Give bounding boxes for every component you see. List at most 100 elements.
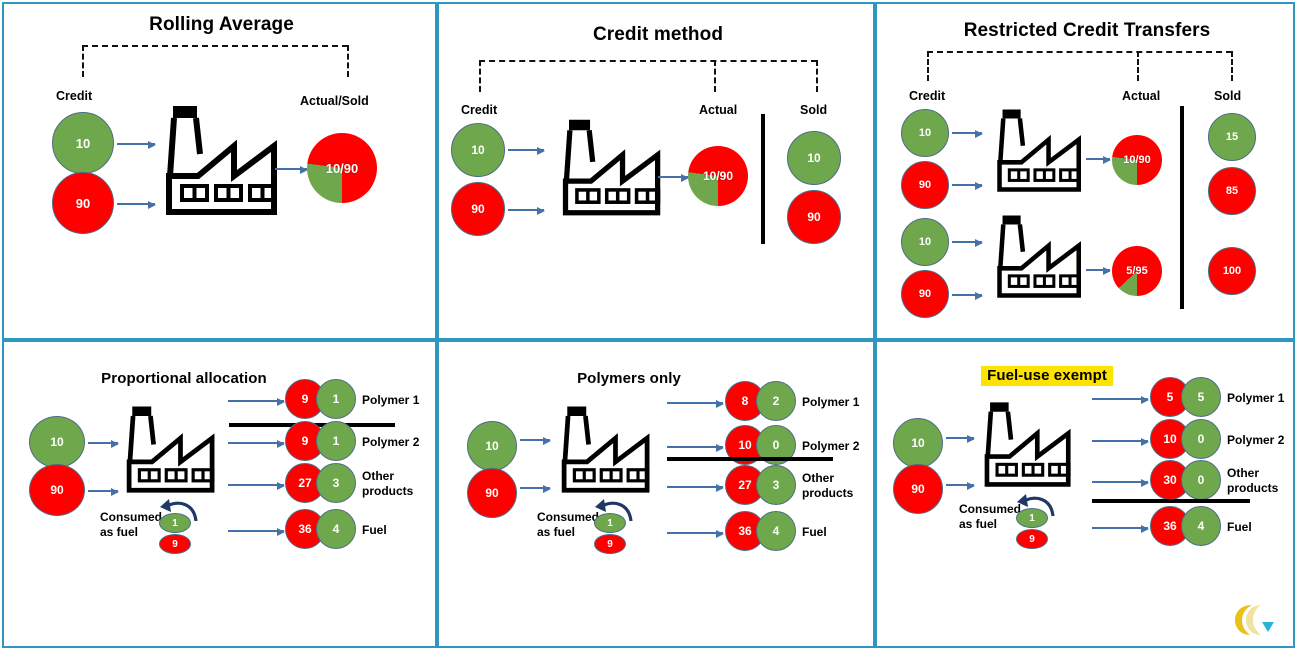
output-label-4: Fuel	[1227, 520, 1252, 534]
panel-restricted-credit-transfers: Restricted Credit Transfers Credit Actua…	[875, 2, 1295, 340]
company-logo	[1235, 605, 1274, 635]
bracket-leg-credit	[82, 45, 84, 77]
pie-label: 10/90	[1123, 154, 1151, 166]
panel-title: Polymers only	[577, 370, 681, 387]
output-green-3: 3	[756, 465, 796, 505]
arrow-credit-green	[508, 146, 545, 155]
bracket-top	[927, 51, 1232, 53]
header-actual: Actual	[1122, 89, 1161, 103]
panel-title: Fuel-use exempt	[981, 366, 1113, 386]
factory-icon	[122, 400, 220, 505]
credit-circle-red-row2: 90	[901, 270, 949, 318]
arrow-output-3	[1092, 478, 1149, 487]
credit-circle-red-row1: 90	[901, 161, 949, 209]
arrow-output-4	[228, 527, 285, 536]
pie-label: 10/90	[702, 169, 734, 183]
output-red-4: 36	[1150, 506, 1190, 546]
credit-circle-red: 90	[451, 182, 505, 236]
output-green-4: 4	[756, 511, 796, 551]
panel-title-wrapper: Fuel-use exempt	[877, 366, 1217, 386]
arrow-output-1	[228, 397, 285, 406]
output-label-3: Other products	[1227, 466, 1279, 495]
output-green-1: 2	[756, 381, 796, 421]
consumed-circle-green: 1	[1016, 508, 1048, 528]
output-green-4: 4	[316, 509, 356, 549]
bracket-leg-output	[347, 45, 349, 77]
consumed-as-fuel-label: Consumed as fuel	[100, 510, 163, 539]
arrow-credit-green-row2	[952, 238, 983, 247]
arrow-credit-red	[508, 206, 545, 215]
arrow-output-1	[1092, 395, 1149, 404]
arrow-credit-red	[117, 200, 156, 209]
arrow-credit-red-row2	[952, 291, 983, 300]
sold-circle-2: 85	[1208, 167, 1256, 215]
bracket-leg-credit	[927, 51, 929, 81]
output-green-4: 4	[1181, 506, 1221, 546]
credit-circle-green: 10	[451, 123, 505, 177]
arrow-output-2	[1092, 437, 1149, 446]
header-sold: Sold	[800, 103, 828, 117]
consumed-circle-red: 9	[594, 534, 626, 554]
pie-label: 10/90	[325, 160, 359, 176]
panel-title: Restricted Credit Transfers	[963, 20, 1211, 41]
arrow-output-3	[667, 483, 724, 492]
bracket-top	[479, 60, 817, 62]
panel-polymers-only: Polymers only 10 90	[437, 340, 875, 648]
arrow-to-pie-row1	[1086, 155, 1111, 164]
output-label-1: Polymer 1	[1227, 391, 1285, 405]
factory-icon	[557, 400, 655, 505]
output-green-1: 1	[316, 379, 356, 419]
arrow-output-1	[667, 399, 724, 408]
panel-title: Credit method	[592, 24, 724, 45]
allocation-divider	[1092, 499, 1250, 503]
output-red-3: 27	[285, 463, 325, 503]
output-label-2: Polymer 2	[1227, 433, 1285, 447]
arrow-input-green	[88, 439, 119, 448]
arrow-input-red	[520, 484, 551, 493]
credit-circle-green: 10	[52, 112, 114, 174]
input-circle-green: 10	[467, 421, 517, 471]
bracket-leg-actual	[714, 60, 716, 92]
pie-actual: 10/90	[688, 146, 748, 206]
credit-circle-green-row2: 10	[901, 218, 949, 266]
sold-circle-3: 100	[1208, 247, 1256, 295]
header-sold: Sold	[1214, 89, 1242, 103]
arrow-input-green	[946, 434, 975, 443]
header-credit: Credit	[461, 103, 498, 117]
header-actual-sold: Actual/Sold	[300, 94, 369, 108]
sold-circle-1: 15	[1208, 113, 1256, 161]
arrow-output-2	[228, 439, 285, 448]
actual-sold-divider	[761, 114, 765, 244]
output-green-2: 1	[316, 421, 356, 461]
arrow-credit-green-row1	[952, 129, 983, 138]
bracket-top	[82, 45, 348, 47]
output-label-1: Polymer 1	[802, 395, 860, 409]
bracket-leg-credit	[479, 60, 481, 92]
output-label-3: Other products	[802, 471, 854, 500]
sold-circle-green: 10	[787, 131, 841, 185]
output-red-3: 27	[725, 465, 765, 505]
output-label-2: Polymer 2	[802, 439, 860, 453]
output-green-1: 5	[1181, 377, 1221, 417]
credit-circle-red: 90	[52, 172, 114, 234]
header-credit: Credit	[909, 89, 946, 103]
output-label-3: Other products	[362, 469, 414, 498]
pie-label: 5/95	[1126, 265, 1148, 277]
output-label-4: Fuel	[802, 525, 827, 539]
arrow-output-4	[1092, 524, 1149, 533]
consumed-circle-red: 9	[1016, 529, 1048, 549]
factory-icon	[992, 214, 1087, 305]
output-label-1: Polymer 1	[362, 393, 420, 407]
arrow-output-3	[228, 481, 285, 490]
arrow-to-pie	[658, 173, 689, 182]
header-credit: Credit	[56, 89, 93, 103]
panel-fuel-use-exempt: Fuel-use exempt 10 90	[875, 340, 1295, 648]
consumed-as-fuel-label: Consumed as fuel	[959, 502, 1022, 531]
actual-sold-divider	[1180, 106, 1184, 309]
arrow-input-green	[520, 436, 551, 445]
panel-rolling-average: Rolling Average Credit Actual/Sold 10 90	[2, 2, 437, 340]
input-circle-red: 90	[29, 464, 85, 516]
panel-credit-method: Credit method Credit Actual Sold 10 90	[437, 2, 875, 340]
arrow-credit-red-row1	[952, 181, 983, 190]
